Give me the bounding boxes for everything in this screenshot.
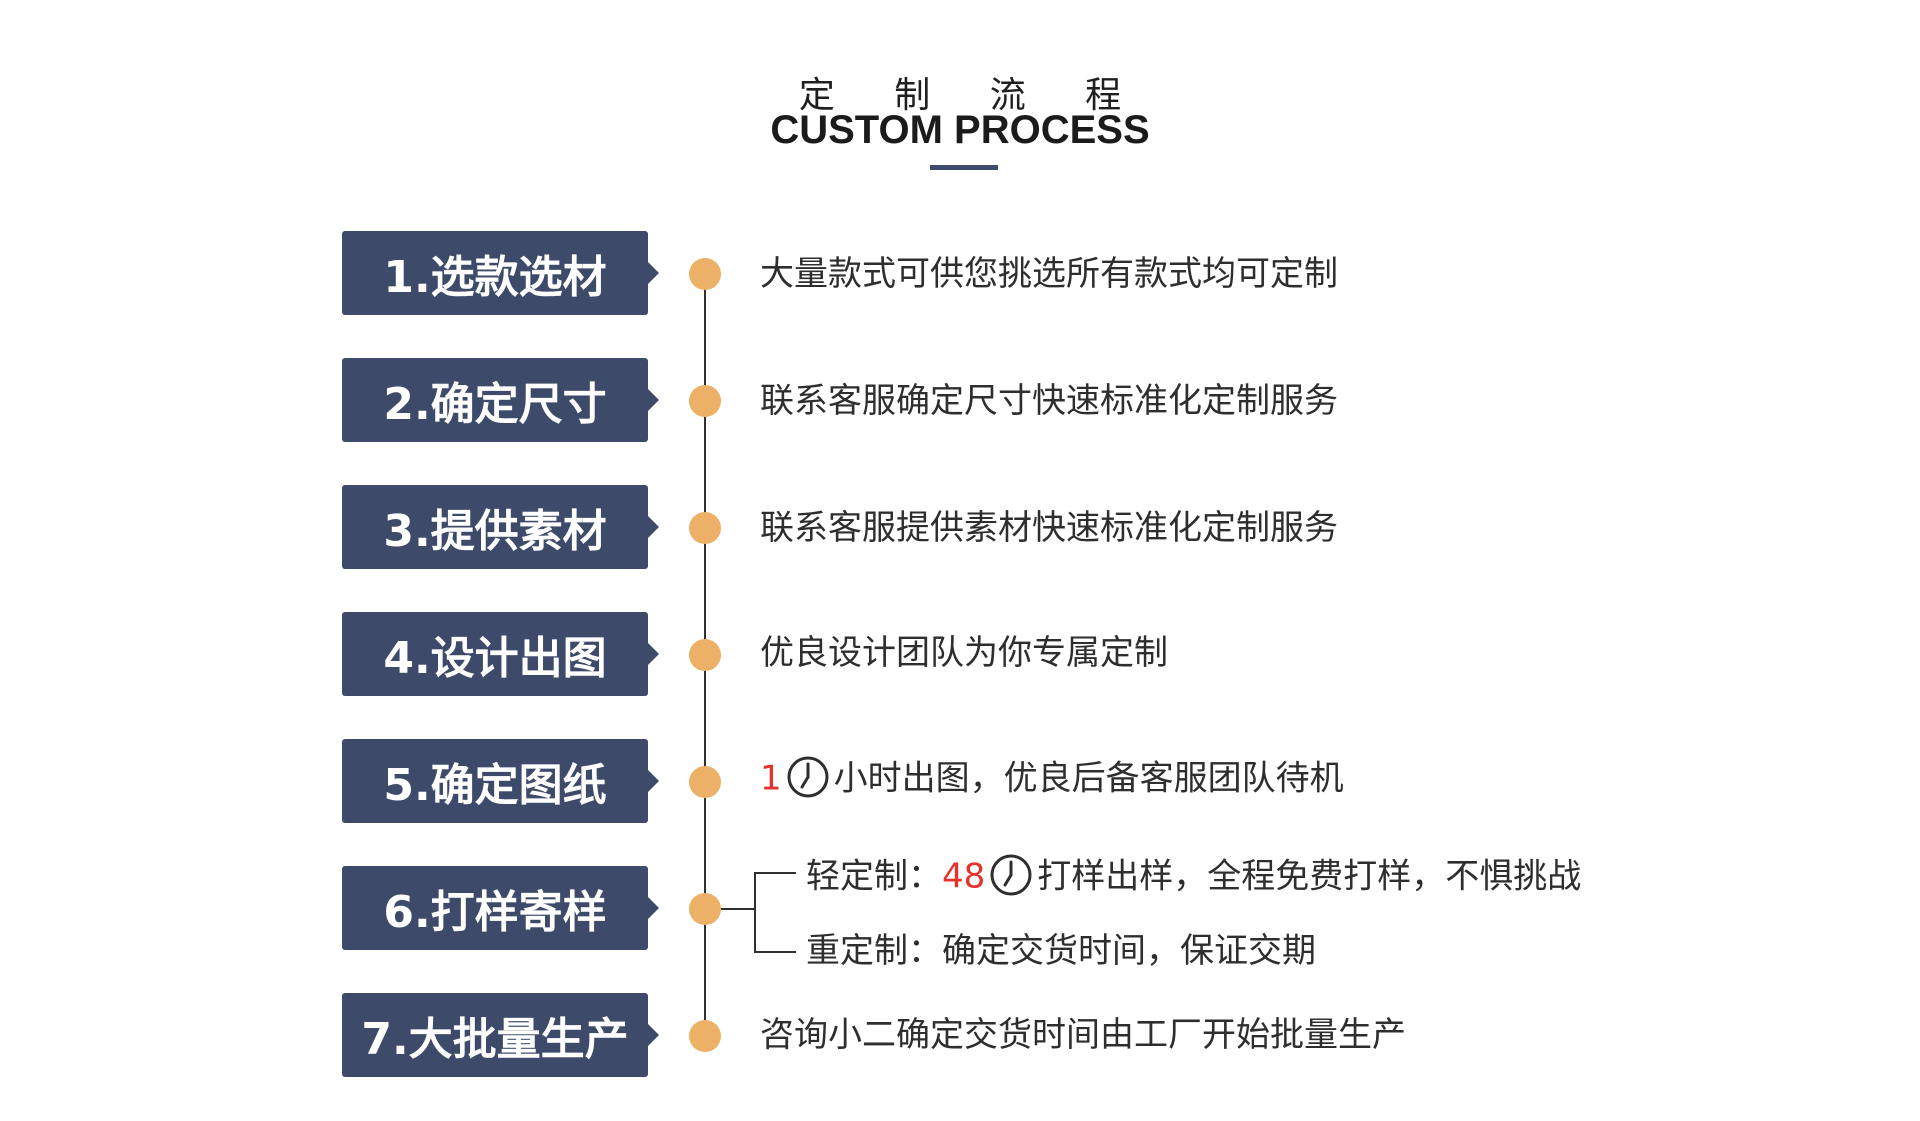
step-box-7: 7.大批量生产: [342, 993, 659, 1077]
page-title-en: CUSTOM PROCESS: [770, 108, 1150, 152]
step-box-5: 5.确定图纸: [342, 739, 659, 823]
light-rest: 打样出样，全程免费打样，不惧挑战: [1037, 856, 1582, 897]
step-box-4: 4.设计出图: [342, 612, 659, 696]
clock-icon: [787, 756, 829, 798]
light-prefix: 轻定制：: [806, 856, 942, 897]
timeline-dot-3: [689, 512, 721, 544]
step-box-1: 1.选款选材: [342, 231, 659, 315]
step-box-6: 6.打样寄样: [342, 866, 659, 950]
timeline-dot-2: [689, 385, 721, 417]
step-desc-6-heavy: 重定制：确定交货时间，保证交期: [806, 931, 1316, 971]
page-title-cn: 定 制 流 程: [798, 75, 1146, 116]
branch-vertical: [754, 872, 756, 952]
clock-icon: [990, 854, 1032, 896]
branch-bottom: [754, 951, 796, 953]
title-underline: [930, 165, 998, 170]
light-number: 48: [942, 856, 986, 897]
step-desc-4: 优良设计团队为你专属定制: [760, 633, 1168, 673]
branch-top: [754, 872, 796, 874]
timeline-dot-1: [689, 258, 721, 290]
step-desc-1: 大量款式可供您挑选所有款式均可定制: [760, 254, 1338, 294]
step-desc-5: 1 小时出图，优良后备客服团队待机: [760, 756, 1344, 802]
step-desc-5-text: 小时出图，优良后备客服团队待机: [833, 758, 1344, 799]
hour-number: 1: [760, 758, 782, 799]
step-desc-2: 联系客服确定尺寸快速标准化定制服务: [760, 381, 1338, 421]
timeline-dot-6: [689, 893, 721, 925]
step-desc-3: 联系客服提供素材快速标准化定制服务: [760, 508, 1338, 548]
step-box-2: 2.确定尺寸: [342, 358, 659, 442]
step-desc-7: 咨询小二确定交货时间由工厂开始批量生产: [760, 1015, 1406, 1055]
timeline-dot-5: [689, 766, 721, 798]
timeline-dot-7: [689, 1020, 721, 1052]
timeline-dot-4: [689, 639, 721, 671]
branch-stub: [721, 908, 755, 910]
step-desc-6-light: 轻定制：48 打样出样，全程免费打样，不惧挑战: [806, 854, 1582, 900]
step-box-3: 3.提供素材: [342, 485, 659, 569]
